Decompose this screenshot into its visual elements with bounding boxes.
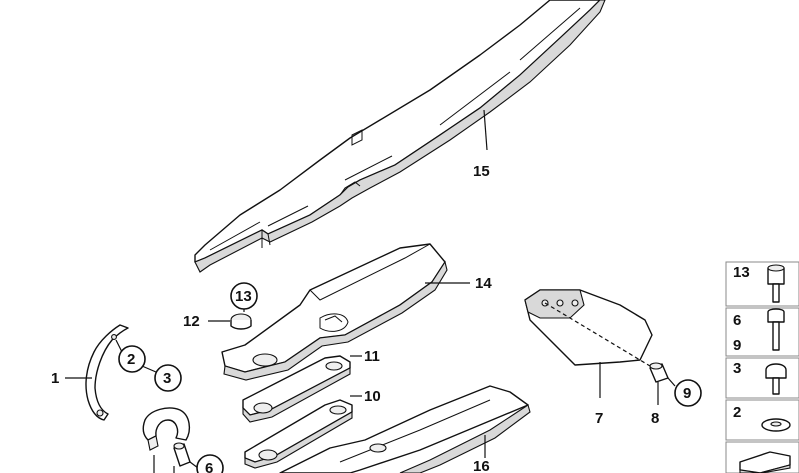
callout-12: 12	[183, 313, 200, 330]
legend-row-4[interactable]	[725, 399, 799, 441]
legend-label-13: 13	[733, 264, 750, 281]
legend-label-3: 3	[733, 360, 741, 377]
callout-7: 7	[595, 410, 603, 427]
callout-2-circle	[118, 345, 146, 373]
leader-3	[141, 365, 157, 373]
callout-3: 3	[163, 370, 171, 387]
washer-icon	[761, 418, 791, 432]
leader-15	[483, 109, 488, 151]
callout-16: 16	[473, 458, 490, 473]
part-14-slide-rail[interactable]	[221, 243, 448, 381]
callout-15: 15	[473, 163, 490, 180]
part-15-chain-guard[interactable]	[194, 0, 606, 273]
callout-1: 1	[51, 370, 59, 387]
callout-14: 14	[475, 275, 492, 292]
legend-row-2[interactable]	[725, 307, 799, 357]
callout-3-circle	[154, 364, 182, 392]
callout-6-circle	[196, 454, 224, 473]
hidden-axis-line	[544, 302, 661, 373]
legend-row-3[interactable]	[725, 357, 799, 399]
leader-9	[667, 377, 676, 387]
legend-label-9: 9	[733, 337, 741, 354]
part-10-spacer[interactable]	[244, 399, 353, 469]
legend-label-6: 6	[733, 312, 741, 329]
part-8-sleeve[interactable]	[649, 362, 669, 383]
part-7-damper-block[interactable]	[524, 289, 653, 366]
hex-screw-icon	[765, 363, 787, 395]
part-16-lower-guide[interactable]	[279, 385, 531, 473]
legend-panel: 13 6 9 3 2	[725, 261, 799, 473]
socket-screw-icon	[767, 264, 785, 303]
part-11-spacer[interactable]	[242, 355, 351, 423]
callout-13-circle	[230, 282, 258, 310]
callout-11: 11	[364, 348, 380, 365]
bolt-icon	[767, 308, 785, 351]
part-1-spring-bracket[interactable]	[85, 324, 129, 421]
leader-6	[153, 455, 199, 473]
legend-label-2: 2	[733, 404, 741, 421]
callout-13: 13	[235, 288, 252, 305]
callout-9-circle	[674, 379, 702, 407]
grommet-icon	[739, 451, 791, 473]
part-12-plug[interactable]	[230, 313, 252, 330]
leader-2	[115, 339, 123, 353]
callout-8: 8	[651, 410, 659, 427]
callout-9: 9	[683, 385, 691, 402]
legend-row-1[interactable]	[725, 261, 799, 307]
callout-6: 6	[205, 460, 213, 473]
part-6-clamp[interactable]	[142, 407, 191, 467]
callout-10: 10	[364, 388, 381, 405]
callout-2: 2	[127, 351, 135, 368]
